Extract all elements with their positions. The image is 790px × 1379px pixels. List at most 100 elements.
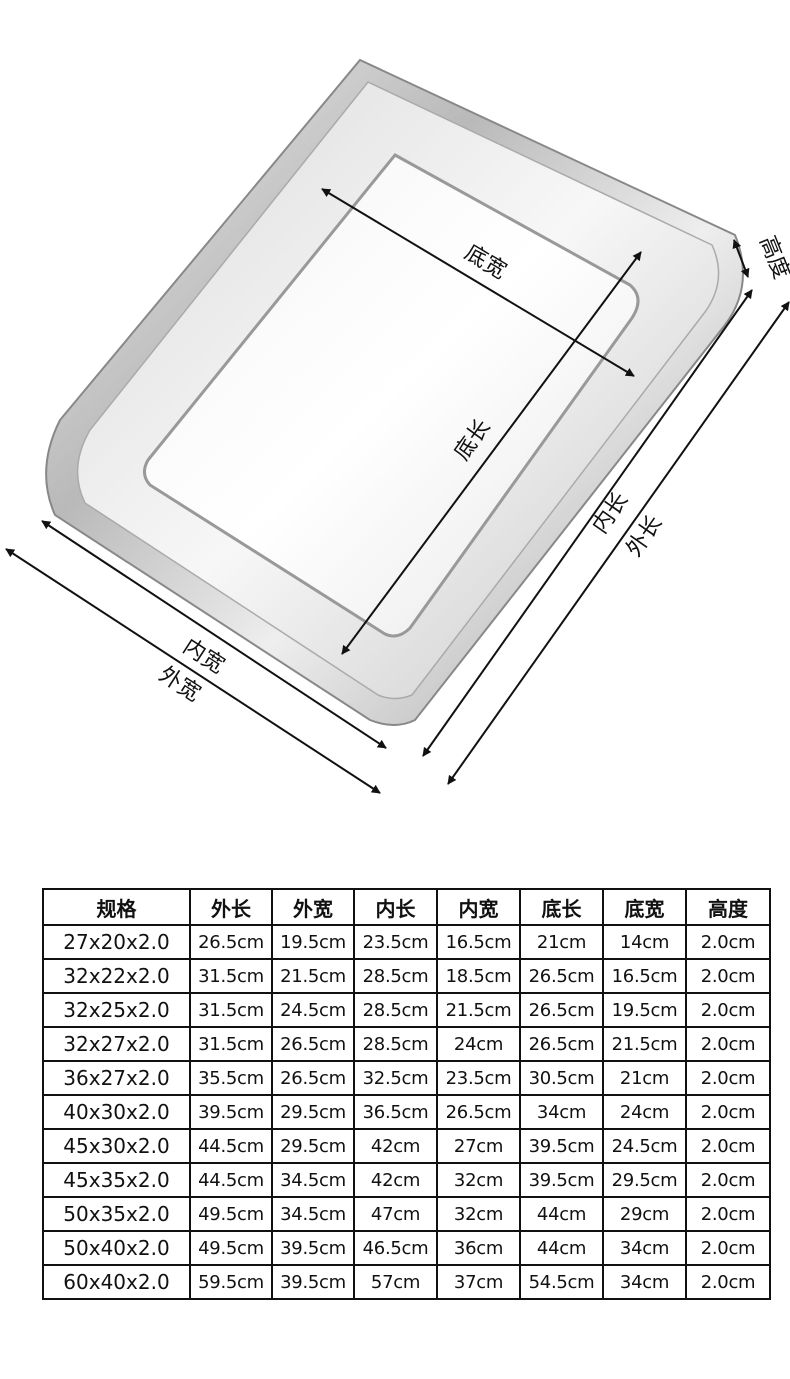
cell-spec: 50x35x2.0 [42,1196,191,1232]
inner-width-label: 内宽 [178,634,229,679]
cell-outer-length: 31.5cm [189,958,273,994]
cell-inner-width: 32cm [436,1196,521,1232]
cell-bottom-length: 26.5cm [519,992,604,1028]
height-arrow [732,239,750,278]
cell-bottom-width: 21.5cm [602,1026,687,1062]
outer-width-arrow [5,548,381,794]
cell-outer-width: 19.5cm [271,924,355,960]
cell-outer-width: 24.5cm [271,992,355,1028]
cell-outer-width: 26.5cm [271,1026,355,1062]
cell-height: 2.0cm [685,1264,771,1300]
cell-inner-length: 28.5cm [353,992,438,1028]
cell-bottom-length: 44cm [519,1196,604,1232]
cell-height: 2.0cm [685,1230,771,1266]
cell-height: 2.0cm [685,992,771,1028]
cell-inner-width: 32cm [436,1162,521,1198]
cell-height: 2.0cm [685,958,771,994]
cell-spec: 36x27x2.0 [42,1060,191,1096]
header-inner-length: 内长 [353,888,438,926]
header-inner-width: 内宽 [436,888,521,926]
cell-bottom-width: 34cm [602,1230,687,1266]
cell-inner-length: 36.5cm [353,1094,438,1130]
cell-inner-width: 18.5cm [436,958,521,994]
cell-bottom-width: 16.5cm [602,958,687,994]
cell-height: 2.0cm [685,1094,771,1130]
cell-inner-length: 42cm [353,1162,438,1198]
outer-width-label: 外宽 [154,662,205,707]
cell-outer-length: 39.5cm [189,1094,273,1130]
cell-bottom-width: 34cm [602,1264,687,1300]
cell-inner-width: 26.5cm [436,1094,521,1130]
cell-spec: 27x20x2.0 [42,924,191,960]
cell-outer-length: 59.5cm [189,1264,273,1300]
cell-inner-length: 57cm [353,1264,438,1300]
cell-outer-width: 29.5cm [271,1094,355,1130]
cell-outer-length: 31.5cm [189,992,273,1028]
cell-bottom-length: 44cm [519,1230,604,1266]
cell-height: 2.0cm [685,1060,771,1096]
cell-inner-width: 24cm [436,1026,521,1062]
cell-bottom-width: 19.5cm [602,992,687,1028]
cell-inner-length: 23.5cm [353,924,438,960]
header-outer-length: 外长 [189,888,273,926]
cell-bottom-length: 21cm [519,924,604,960]
cell-outer-length: 35.5cm [189,1060,273,1096]
header-spec: 规格 [42,888,191,926]
cell-bottom-width: 21cm [602,1060,687,1096]
header-outer-width: 外宽 [271,888,355,926]
cell-bottom-width: 29cm [602,1196,687,1232]
cell-height: 2.0cm [685,924,771,960]
cell-bottom-width: 24cm [602,1094,687,1130]
cell-inner-length: 28.5cm [353,1026,438,1062]
height-label: 高度 [754,232,790,282]
header-height: 高度 [685,888,771,926]
cell-height: 2.0cm [685,1026,771,1062]
cell-height: 2.0cm [685,1196,771,1232]
cell-outer-width: 34.5cm [271,1162,355,1198]
cell-outer-width: 26.5cm [271,1060,355,1096]
cell-outer-length: 44.5cm [189,1128,273,1164]
cell-bottom-width: 14cm [602,924,687,960]
cell-bottom-length: 54.5cm [519,1264,604,1300]
cell-bottom-width: 29.5cm [602,1162,687,1198]
cell-spec: 32x25x2.0 [42,992,191,1028]
cell-bottom-length: 26.5cm [519,958,604,994]
cell-height: 2.0cm [685,1162,771,1198]
header-bottom-length: 底长 [519,888,604,926]
cell-outer-length: 44.5cm [189,1162,273,1198]
cell-bottom-width: 24.5cm [602,1128,687,1164]
cell-spec: 50x40x2.0 [42,1230,191,1266]
cell-height: 2.0cm [685,1128,771,1164]
cell-spec: 45x35x2.0 [42,1162,191,1198]
cell-outer-length: 26.5cm [189,924,273,960]
cell-outer-width: 34.5cm [271,1196,355,1232]
cell-outer-width: 21.5cm [271,958,355,994]
outer-length-arrow [447,301,790,785]
cell-spec: 60x40x2.0 [42,1264,191,1300]
cell-bottom-length: 39.5cm [519,1128,604,1164]
cell-inner-length: 28.5cm [353,958,438,994]
cell-inner-length: 42cm [353,1128,438,1164]
cell-outer-length: 49.5cm [189,1196,273,1232]
cell-inner-length: 46.5cm [353,1230,438,1266]
cell-outer-length: 49.5cm [189,1230,273,1266]
tray-dimension-diagram: 底宽 底长 高度 内长 外长 内宽 外宽 [5,58,790,794]
outer-length-label: 外长 [622,511,668,561]
cell-outer-width: 29.5cm [271,1128,355,1164]
cell-inner-width: 36cm [436,1230,521,1266]
cell-outer-length: 31.5cm [189,1026,273,1062]
cell-inner-width: 27cm [436,1128,521,1164]
cell-outer-width: 39.5cm [271,1264,355,1300]
